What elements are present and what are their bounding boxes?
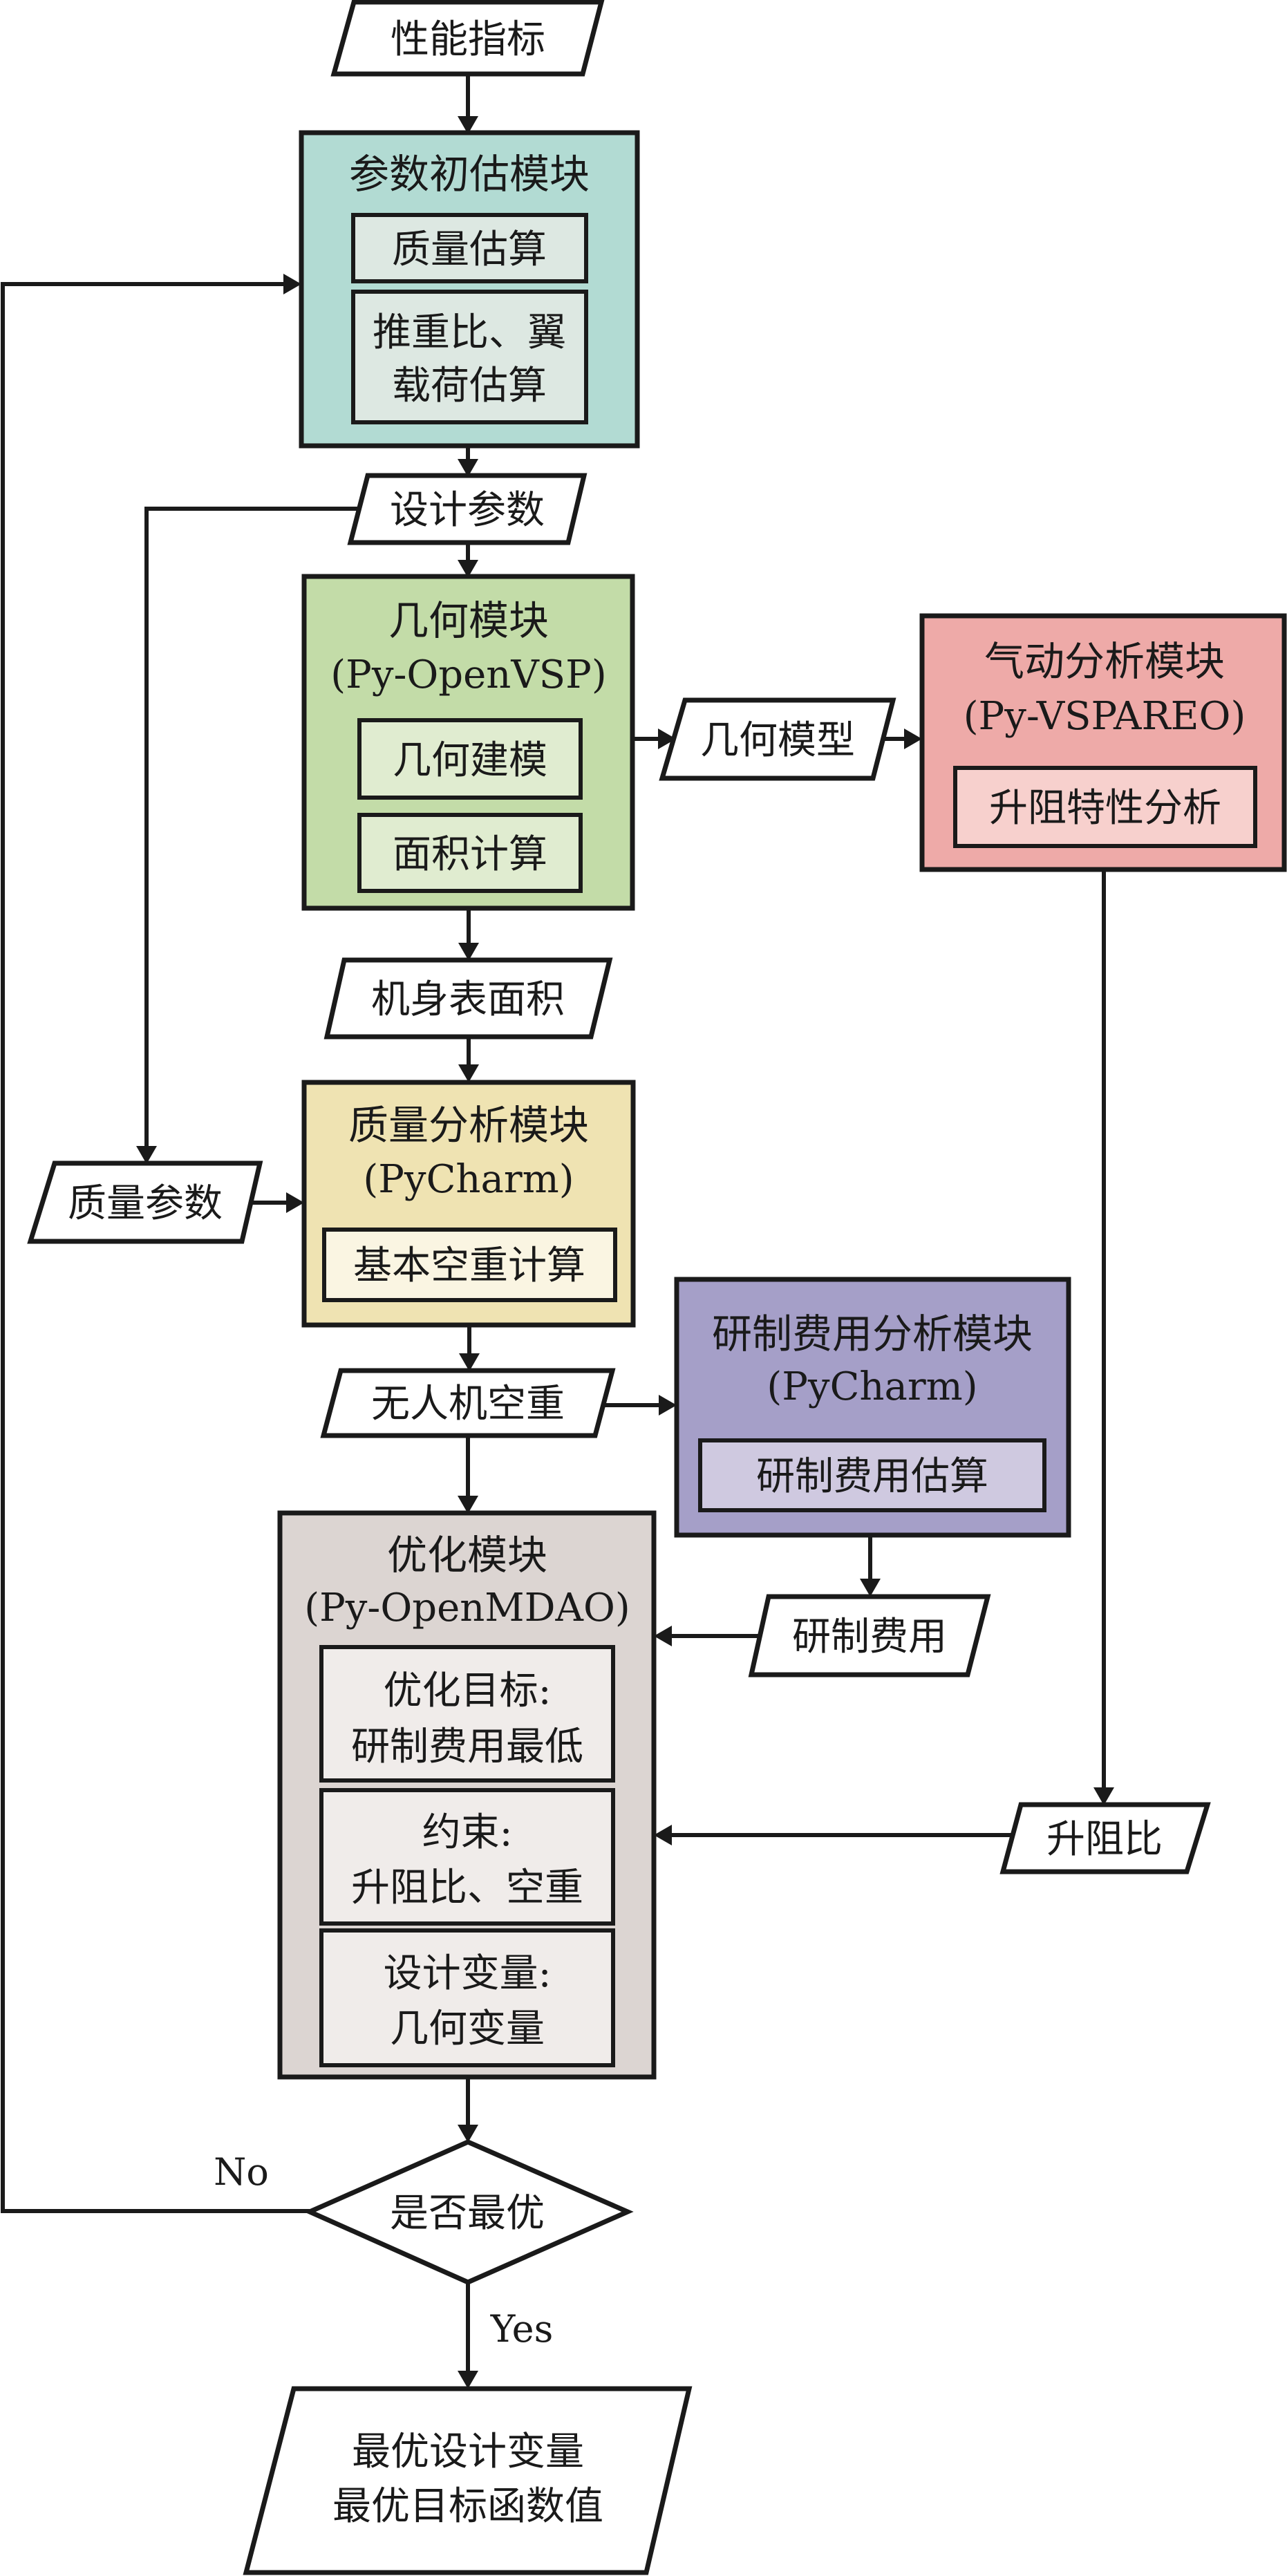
io-shape	[320, 1368, 616, 1438]
io-shape	[999, 1802, 1211, 1874]
module-item-label: 质量估算	[392, 227, 547, 272]
io-shape	[243, 2386, 693, 2575]
arrowhead-icon	[659, 1395, 677, 1416]
module-item-box	[357, 813, 583, 893]
decision-label: 是否最优	[390, 2191, 545, 2236]
module-tool: (PyCharm)	[363, 1157, 574, 1202]
module-item-label: 推重比、翼	[373, 310, 566, 355]
opt-objective-label: 优化目标:	[384, 1668, 552, 1713]
io-label: 性能指标	[391, 17, 545, 62]
io-mass-params: 质量参数	[27, 1160, 263, 1244]
module-item-box	[351, 213, 588, 283]
module-item-box	[698, 1438, 1046, 1512]
result-line-2: 最优目标函数值	[332, 2484, 603, 2529]
io-dev-cost: 研制费用	[748, 1594, 991, 1677]
opt-variable-label: 设计变量:	[384, 1951, 552, 1996]
module-item-label: 载荷估算	[392, 364, 547, 408]
arrowhead-icon	[283, 274, 301, 294]
edge-design-params-to-mass-params	[144, 507, 361, 1147]
module-item-box	[319, 1928, 615, 2067]
arrowhead-icon	[658, 728, 676, 749]
arrowhead-icon	[654, 1825, 672, 1845]
module-item-label: 几何建模	[393, 738, 547, 783]
module-geom: 几何模块 (Py-OpenVSP) 几何建模 面积计算	[301, 574, 635, 911]
opt-objective-value: 研制费用最低	[351, 1724, 583, 1769]
io-shape	[27, 1160, 263, 1244]
module-item-label: 升阻特性分析	[989, 786, 1221, 831]
arrowhead-icon	[458, 1496, 478, 1514]
arrowhead-icon	[136, 1146, 157, 1164]
io-label: 机身表面积	[371, 977, 565, 1022]
module-item-label: 研制费用估算	[756, 1454, 988, 1499]
arrowhead-icon	[654, 1626, 672, 1646]
io-shape	[330, 0, 605, 77]
io-label: 质量参数	[68, 1181, 223, 1226]
module-tool: (Py-OpenVSP)	[330, 652, 606, 697]
io-label: 几何模型	[700, 718, 855, 763]
module-tool: (PyCharm)	[767, 1364, 977, 1409]
arrowhead-icon	[860, 1579, 881, 1597]
module-title: 优化模块	[387, 1532, 547, 1579]
module-tool: (Py-VSPAREO)	[964, 694, 1246, 739]
opt-constraint-label: 约束:	[422, 1810, 513, 1855]
io-shape	[323, 957, 613, 1040]
opt-constraint-value: 升阻比、空重	[351, 1865, 583, 1910]
io-fuselage-area: 机身表面积	[323, 957, 613, 1040]
opt-variable-value: 几何变量	[390, 2006, 545, 2051]
io-design-params: 设计参数	[347, 473, 588, 545]
module-cost: 研制费用分析模块 (PyCharm) 研制费用估算	[674, 1277, 1071, 1538]
arrowhead-icon	[458, 943, 479, 961]
arrowhead-icon	[904, 728, 922, 749]
arrowhead-icon	[458, 560, 478, 578]
module-title: 几何模块	[388, 597, 549, 644]
arrowhead-icon	[458, 1064, 479, 1082]
io-label: 设计参数	[390, 488, 545, 533]
io-result: 最优设计变量 最优目标函数值	[243, 2386, 693, 2575]
module-title: 研制费用分析模块	[712, 1310, 1033, 1357]
io-shape	[748, 1594, 991, 1677]
arrowhead-icon	[459, 1353, 480, 1371]
module-item-label: 基本空重计算	[353, 1243, 585, 1288]
arrowhead-icon	[458, 2125, 478, 2143]
module-opt: 优化模块 (Py-OpenMDAO) 优化目标: 研制费用最低 约束: 升阻比、…	[277, 1510, 657, 2080]
module-item-box	[953, 766, 1257, 848]
module-tool: (Py-OpenMDAO)	[304, 1586, 630, 1630]
io-lift-drag: 升阻比	[999, 1802, 1211, 1874]
module-item-box	[351, 290, 588, 424]
module-item-box	[322, 1228, 617, 1302]
module-item-box	[319, 1645, 615, 1783]
io-shape	[347, 473, 588, 545]
module-item-box	[319, 1788, 615, 1926]
arrowhead-icon	[458, 116, 478, 134]
module-aero: 气动分析模块 (Py-VSPAREO) 升阻特性分析	[919, 613, 1287, 872]
module-title: 质量分析模块	[348, 1102, 589, 1149]
decision-no-label: No	[214, 2150, 269, 2194]
module-item-label: 面积计算	[393, 832, 547, 877]
io-empty-weight: 无人机空重	[320, 1368, 616, 1438]
decision-diamond	[303, 2139, 634, 2285]
arrowhead-icon	[458, 459, 478, 477]
module-title: 气动分析模块	[984, 638, 1225, 685]
arrowhead-icon	[286, 1192, 304, 1213]
module-param: 参数初估模块 质量估算 推重比、翼 载荷估算	[299, 130, 640, 449]
decision-optimal: 是否最优 No Yes	[214, 2139, 634, 2351]
connectors	[1, 74, 1114, 2389]
module-mass: 质量分析模块 (PyCharm) 基本空重计算	[301, 1080, 636, 1328]
io-label: 研制费用	[792, 1615, 947, 1660]
edge-decision-no-feedback	[1, 282, 310, 2213]
decision-yes-label: Yes	[490, 2307, 554, 2351]
io-geometry-model: 几何模型	[659, 697, 896, 781]
module-title: 参数初估模块	[349, 151, 590, 198]
arrowhead-icon	[458, 2371, 478, 2389]
io-label: 无人机空重	[371, 1382, 565, 1427]
result-line-1: 最优设计变量	[352, 2429, 584, 2474]
io-performance: 性能指标	[330, 0, 605, 77]
arrowhead-icon	[1093, 1787, 1114, 1805]
io-label: 升阻比	[1046, 1817, 1163, 1862]
io-shape	[659, 697, 896, 781]
module-item-box	[357, 718, 583, 800]
